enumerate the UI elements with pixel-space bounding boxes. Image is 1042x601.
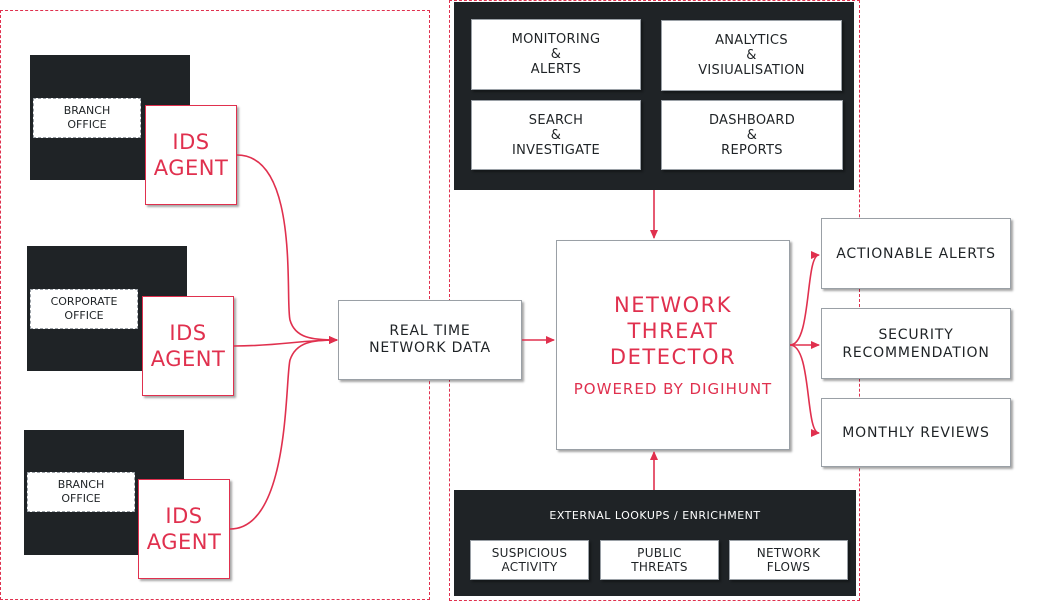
wire-agent1-to-realtime bbox=[236, 154, 338, 344]
network-threat-detector[interactable]: NETWORK THREAT DETECTOR POWERED BY DIGIH… bbox=[556, 240, 790, 450]
feature-analytics-visualisation[interactable]: ANALYTICS & VISIUALISATION bbox=[661, 20, 842, 91]
office-label-1: BRANCH OFFICE bbox=[33, 98, 141, 138]
realtime-network-data[interactable]: REAL TIME NETWORK DATA bbox=[338, 300, 522, 380]
detector-powered-by: POWERED BY DIGIHUNT bbox=[573, 380, 773, 398]
output-actionable-alerts[interactable]: ACTIONABLE ALERTS bbox=[821, 218, 1011, 289]
output-security-recommendation[interactable]: SECURITY RECOMMENDATION bbox=[821, 308, 1011, 379]
ids-agent-3[interactable]: IDS AGENT bbox=[138, 479, 230, 579]
detector-title: NETWORK THREAT DETECTOR bbox=[609, 293, 737, 369]
office-label-3: BRANCH OFFICE bbox=[27, 472, 135, 512]
wire-agent3-to-realtime bbox=[229, 336, 338, 530]
office-label-2: CORPORATE OFFICE bbox=[30, 289, 138, 329]
wire-detector-to-reviews bbox=[789, 344, 820, 437]
output-monthly-reviews[interactable]: MONTHLY REVIEWS bbox=[821, 398, 1011, 467]
external-public-threats[interactable]: PUBLIC THREATS bbox=[600, 540, 719, 580]
external-suspicious-activity[interactable]: SUSPICIOUS ACTIVITY bbox=[470, 540, 589, 580]
ids-agent-2[interactable]: IDS AGENT bbox=[142, 296, 234, 396]
external-network-flows[interactable]: NETWORK FLOWS bbox=[729, 540, 848, 580]
feature-monitoring-alerts[interactable]: MONITORING & ALERTS bbox=[471, 19, 641, 90]
ids-agent-1[interactable]: IDS AGENT bbox=[145, 105, 237, 205]
wire-detector-to-alerts bbox=[789, 251, 820, 346]
feature-search-investigate[interactable]: SEARCH & INVESTIGATE bbox=[471, 100, 641, 170]
external-heading: EXTERNAL LOOKUPS / ENRICHMENT bbox=[549, 509, 761, 522]
feature-dashboard-reports[interactable]: DASHBOARD & REPORTS bbox=[661, 100, 843, 170]
